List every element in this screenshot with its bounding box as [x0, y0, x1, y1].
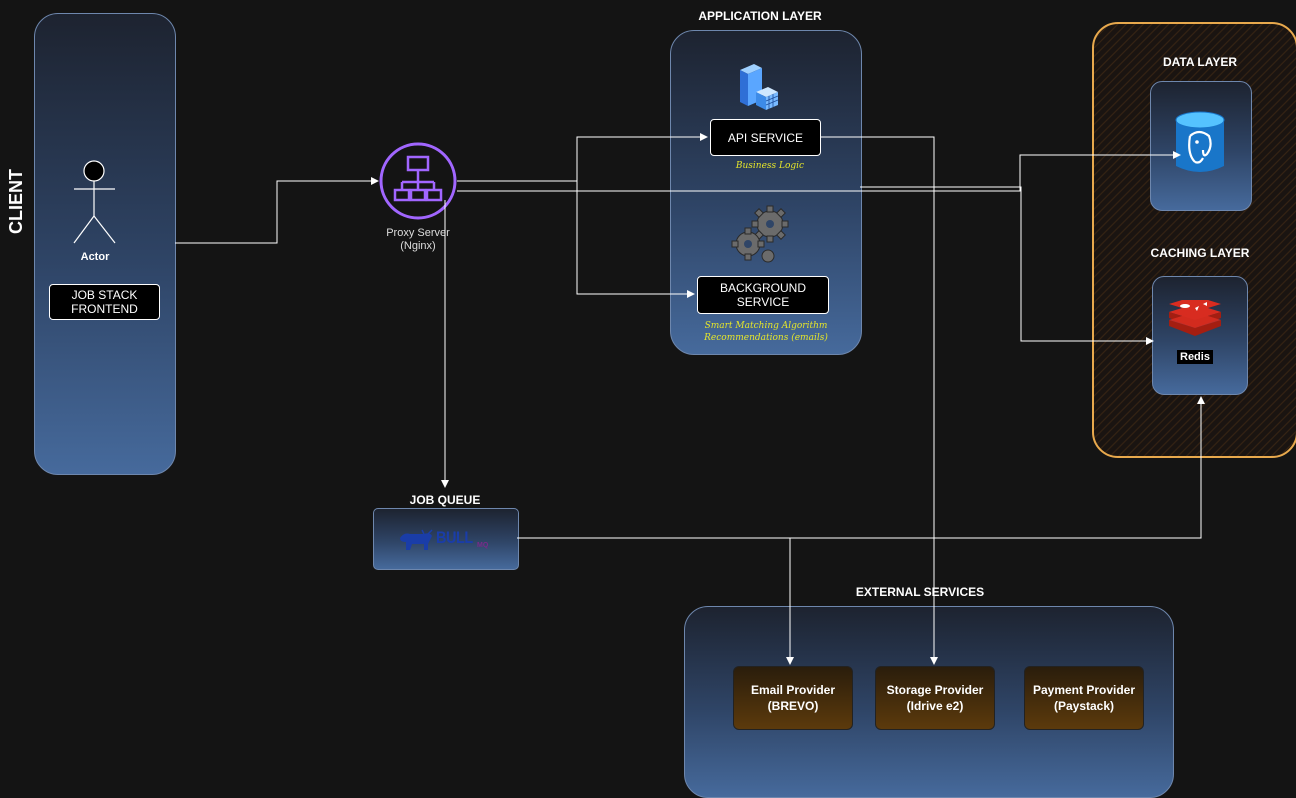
connector-proxy-to-background — [576, 181, 695, 298]
connector-api-to-storage — [820, 136, 938, 665]
email-provider-detail: (BREVO) — [767, 699, 819, 713]
storage-provider-box[interactable]: Storage Provider (Idrive e2) — [875, 666, 995, 730]
connector-actor-to-proxy — [175, 177, 379, 244]
payment-provider-box[interactable]: Payment Provider (Paystack) — [1024, 666, 1144, 730]
external-services-title: EXTERNAL SERVICES — [855, 585, 985, 599]
email-provider-name: Email Provider — [750, 683, 836, 697]
proxy-label-line-1: Proxy Server — [386, 227, 450, 239]
bull-logo-text: BULL — [436, 528, 473, 547]
gears-icon — [731, 205, 789, 263]
connector-proxy-to-data — [457, 151, 1181, 192]
caching-layer-title: CACHING LAYER — [1150, 246, 1250, 260]
bull-logo-sub: MQ — [477, 542, 489, 549]
background-note-line-2: Recommendations (emails) — [704, 333, 828, 343]
load-balancer-icon[interactable] — [378, 141, 458, 221]
proxy-label-line-2: (Nginx) — [400, 240, 436, 252]
data-layer-title: DATA LAYER — [1162, 55, 1237, 69]
api-service-box[interactable]: API SERVICE — [710, 119, 821, 156]
background-note-line-1: Smart Matching Algorithm — [704, 321, 828, 331]
payment-provider-name: Payment Provider — [1032, 683, 1136, 697]
connector-app-to-redis — [860, 186, 1154, 345]
frontend-line-2: FRONTEND — [71, 302, 138, 316]
background-service-line-2: SERVICE — [736, 295, 790, 309]
email-provider-box[interactable]: Email Provider (BREVO) — [733, 666, 853, 730]
api-service-note: Business Logic — [735, 161, 805, 171]
frontend-box[interactable]: JOB STACK FRONTEND — [49, 284, 160, 320]
server-icon — [740, 64, 779, 110]
job-queue-title: JOB QUEUE — [409, 493, 481, 507]
storage-provider-name: Storage Provider — [886, 683, 984, 697]
job-queue-panel[interactable] — [373, 508, 519, 570]
redis-panel[interactable] — [1152, 276, 1248, 395]
actor-label: Actor — [80, 251, 110, 263]
actor-icon — [73, 160, 116, 244]
proxy-label: Proxy Server (Nginx) — [368, 227, 468, 253]
connector-proxy-to-api — [457, 133, 708, 182]
connector-queue-to-redis — [517, 396, 1205, 539]
storage-provider-detail: (Idrive e2) — [906, 699, 964, 713]
background-service-line-1: BACKGROUND — [719, 281, 806, 295]
payment-provider-detail: (Paystack) — [1053, 699, 1115, 713]
postgres-database-icon — [1175, 111, 1225, 172]
redis-label: Redis — [1177, 350, 1213, 364]
client-panel — [34, 13, 176, 475]
background-service-box[interactable]: BACKGROUND SERVICE — [697, 276, 829, 314]
application-layer-title: APPLICATION LAYER — [698, 9, 822, 23]
background-service-note: Smart Matching Algorithm Recommendations… — [676, 320, 856, 344]
frontend-line-1: JOB STACK — [71, 288, 138, 302]
redis-icon — [1169, 300, 1221, 336]
bull-logo-icon — [400, 529, 433, 550]
